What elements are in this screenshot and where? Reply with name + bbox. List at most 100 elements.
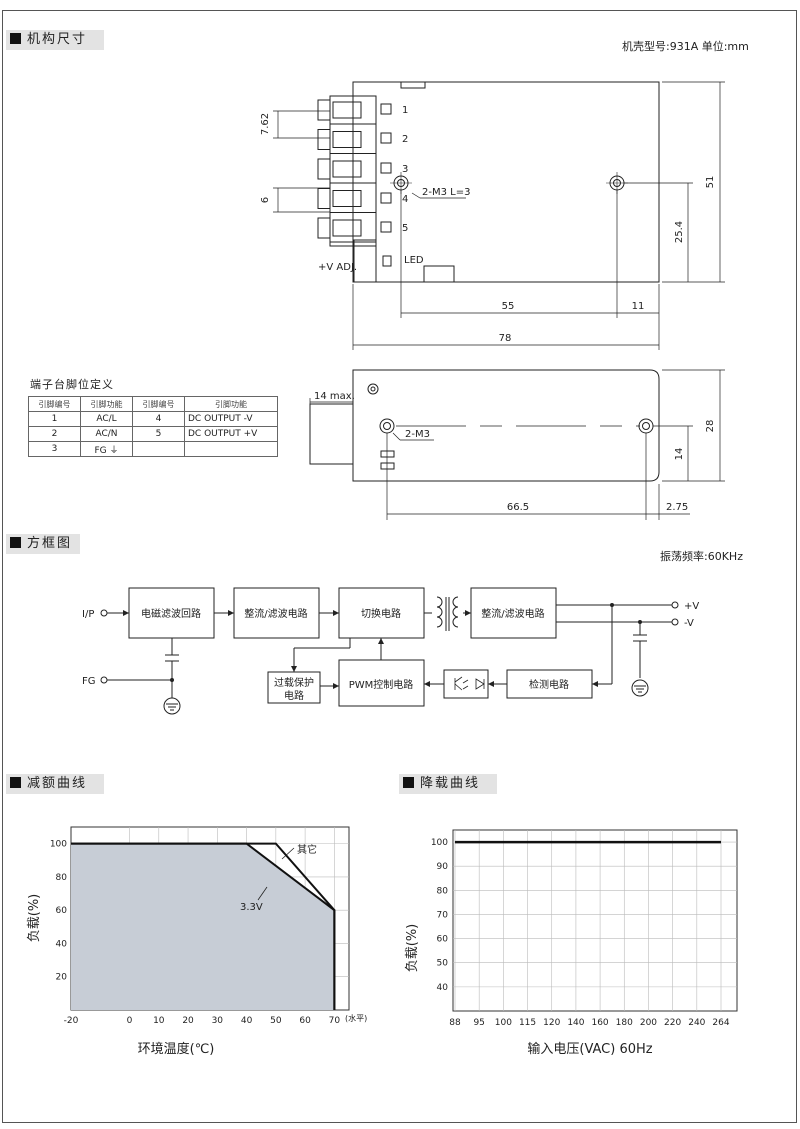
- ground-icon: [631, 679, 649, 697]
- side-view-screw-icon: [367, 383, 379, 395]
- dim-14-max: 14 max.: [314, 391, 355, 402]
- x-tick-label: 220: [664, 1018, 681, 1028]
- section-title-mechanical: 机构尺寸: [6, 30, 104, 50]
- terminal-tab: [317, 217, 331, 239]
- pin-squares: [380, 103, 392, 233]
- terminal-screw: [332, 101, 362, 119]
- y-tick-label: 100: [50, 840, 67, 850]
- x-tick-label: 40: [241, 1016, 253, 1026]
- table-cell: FG ⏚: [80, 441, 133, 457]
- y-tick-label: 100: [431, 838, 448, 848]
- label-emi-filter: 电磁滤波回路: [141, 607, 201, 620]
- y-tick-label: 60: [437, 935, 449, 945]
- oscillation-frequency: 振荡频率:60KHz: [660, 550, 743, 563]
- y-tick-label: 40: [437, 983, 449, 993]
- y-tick-label: 60: [56, 906, 68, 916]
- bullet-square-icon: [10, 777, 21, 788]
- dim-78: 78: [499, 333, 512, 344]
- x-tick-label: -20: [64, 1016, 79, 1026]
- label-fg: FG: [82, 676, 96, 687]
- section-title-text: 减额曲线: [27, 776, 88, 791]
- pin-table-caption: 端子台脚位定义: [30, 378, 114, 391]
- label-2-m3: 2-M3: [405, 429, 430, 440]
- pin-number-3: 3: [402, 164, 408, 175]
- x-tick-label: 95: [473, 1018, 484, 1028]
- x-tick-label: 140: [567, 1018, 584, 1028]
- side-slot-1: [380, 450, 395, 458]
- y-tick-label: 20: [56, 973, 68, 983]
- derating-ylabel: 负载(%): [27, 894, 42, 943]
- x-tick-label: 240: [688, 1018, 705, 1028]
- label-vadj: +V ADJ.: [318, 262, 357, 273]
- terminal-screw: [332, 219, 362, 237]
- label-led: LED: [404, 255, 424, 266]
- x-tick-label: 20: [182, 1016, 194, 1026]
- dim-7-62: 7.62: [260, 113, 271, 135]
- terminal-tab: [317, 188, 331, 209]
- y-tick-label: 40: [56, 939, 68, 949]
- dim-66-5: 66.5: [507, 502, 529, 513]
- terminal-screw: [332, 131, 362, 148]
- section-title-text: 方框图: [27, 536, 73, 551]
- x-tick-label: 50: [270, 1016, 282, 1026]
- dim-28: 28: [705, 420, 716, 433]
- mechanical-drawing: 7.62 6 51 25.4 55 11 78 2-M3 L=3 +V ADJ.…: [260, 81, 725, 520]
- table-row: 3 FG ⏚: [28, 441, 278, 457]
- label-ip: I/P: [82, 609, 94, 620]
- x-tick-label: 100: [495, 1018, 512, 1028]
- pointer-line-3-3v: [257, 886, 268, 901]
- y-tick-label: 50: [437, 959, 449, 969]
- side-slot-2: [380, 462, 395, 470]
- dim-51: 51: [705, 176, 716, 189]
- bullet-square-icon: [10, 33, 21, 44]
- optocoupler-icon: [454, 676, 485, 691]
- x-tick-label: 180: [616, 1018, 633, 1028]
- terminal-screw: [332, 160, 362, 178]
- x-tick-label: 0: [127, 1016, 133, 1026]
- page-frame: [2, 10, 797, 1123]
- table-cell: [184, 441, 278, 457]
- bullet-square-icon: [10, 537, 21, 548]
- y-tick-label: 90: [437, 862, 449, 872]
- label-rectifier-1: 整流/滤波电路: [244, 607, 307, 620]
- bullet-square-icon: [403, 777, 414, 788]
- top-view-clip: [400, 81, 426, 89]
- derating-line-other: [71, 842, 336, 1010]
- deload-xlabel: 输入电压(VAC) 60Hz: [527, 1041, 652, 1057]
- section-title-derating: 减额曲线: [6, 774, 104, 794]
- x-tick-label: 200: [640, 1018, 657, 1028]
- ground-icon: [163, 697, 181, 715]
- terminal-tab: [317, 158, 331, 180]
- y-tick-label: 80: [437, 886, 449, 896]
- vadj-pot: [353, 239, 377, 283]
- derating-xunit: (水平): [345, 1013, 367, 1023]
- x-tick-label: 115: [519, 1018, 536, 1028]
- label-vplus: +V: [684, 601, 699, 612]
- x-tick-label: 60: [299, 1016, 311, 1026]
- x-tick-label: 70: [329, 1016, 341, 1026]
- case-info: 机壳型号:931A 单位:mm: [622, 40, 749, 53]
- top-view-led-block: [423, 265, 455, 283]
- section-title-deload: 降载曲线: [399, 774, 497, 794]
- y-tick-label: 70: [437, 910, 449, 920]
- dim-6: 6: [260, 197, 271, 203]
- derating-xlabel: 环境温度(℃): [138, 1041, 215, 1057]
- label-pwm: PWM控制电路: [349, 678, 414, 691]
- deload-plot-frame: [452, 829, 738, 1012]
- pin-number-1: 1: [402, 105, 408, 116]
- side-view-dimensions: [309, 369, 725, 520]
- label-switch: 切换电路: [361, 607, 401, 620]
- arrow-heads: [123, 603, 642, 689]
- pin-number-2: 2: [402, 134, 408, 145]
- derating-area-fill: [71, 843, 335, 1010]
- led-square: [382, 255, 392, 267]
- block-diagram: I/P FG 电磁滤波回路 整流/滤波电路 切换电路 整流/滤波电路 过载保护 …: [82, 587, 699, 715]
- label-other: 其它: [297, 843, 317, 856]
- terminal-screw: [332, 190, 362, 207]
- table-row: 1 AC/L 4 DC OUTPUT -V: [28, 411, 278, 427]
- pointer-line-other: [281, 847, 295, 860]
- label-vminus: -V: [684, 618, 694, 629]
- x-tick-label: 10: [153, 1016, 165, 1026]
